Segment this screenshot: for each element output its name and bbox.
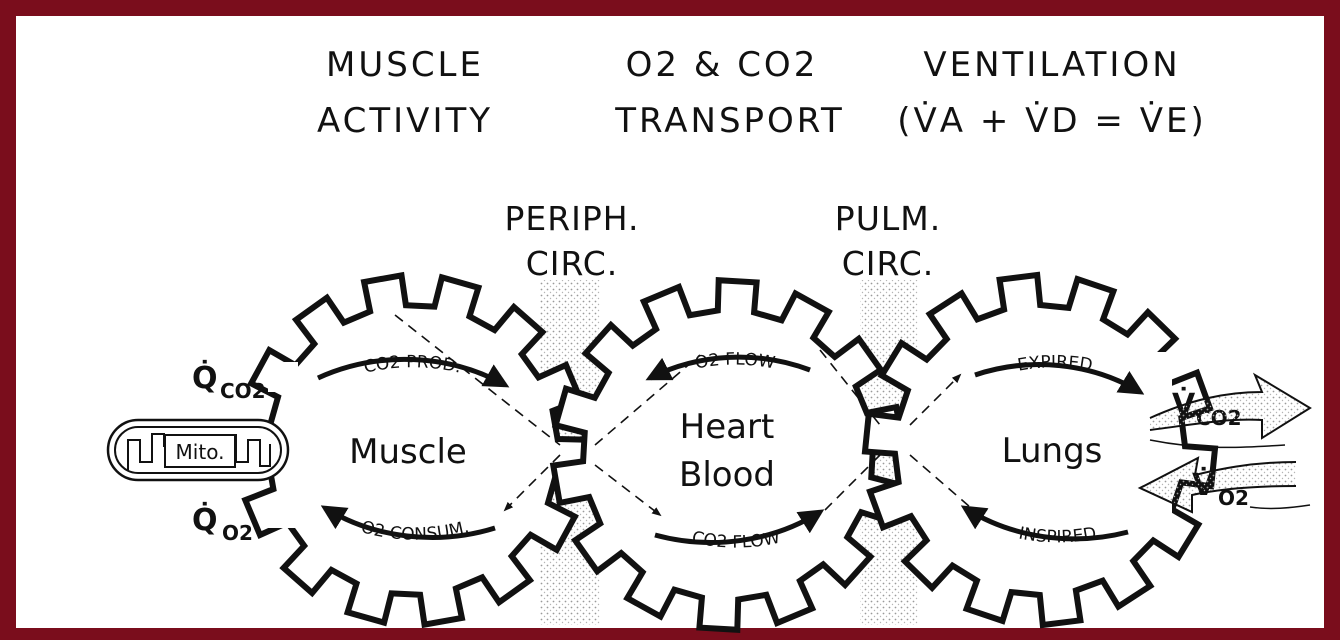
- muscle-gear-gap-top: [268, 362, 298, 392]
- muscle-label: Muscle: [349, 432, 467, 472]
- blood-label: Blood: [679, 455, 775, 495]
- heart-label: Heart: [680, 407, 775, 447]
- mitochondrion-icon: Mito.: [108, 420, 288, 480]
- header-muscle-line2: ACTIVITY: [317, 101, 493, 141]
- q-o2-flux: Q̇ O2: [192, 503, 253, 545]
- header-ventilation-line2: (V̇A + V̇D = V̇E): [897, 101, 1206, 141]
- header-transport-line2: TRANSPORT: [614, 101, 844, 141]
- header-ventilation-line1: VENTILATION: [923, 45, 1180, 85]
- pulm-circ-line2: CIRC.: [842, 244, 935, 283]
- svg-text:CO2: CO2: [220, 379, 266, 403]
- lungs-label: Lungs: [1002, 431, 1103, 471]
- periph-circ-line2: CIRC.: [526, 244, 619, 283]
- mito-label: Mito.: [176, 440, 225, 464]
- svg-text:Q̇: Q̇: [192, 503, 218, 538]
- pulm-circ-line1: PULM.: [835, 199, 941, 238]
- svg-text:Q̇: Q̇: [192, 361, 218, 396]
- muscle-gear-gap-bottom: [268, 498, 298, 528]
- svg-text:O2: O2: [222, 521, 253, 545]
- header-transport-line1: O2 & CO2: [626, 45, 819, 85]
- q-co2-flux: Q̇ CO2: [192, 361, 266, 403]
- lungs-gear-gap-top: [1140, 352, 1172, 392]
- header-muscle-line1: MUSCLE: [326, 45, 484, 85]
- periph-circ-line1: PERIPH.: [504, 199, 639, 238]
- inspired-air-wisp: [1250, 505, 1310, 508]
